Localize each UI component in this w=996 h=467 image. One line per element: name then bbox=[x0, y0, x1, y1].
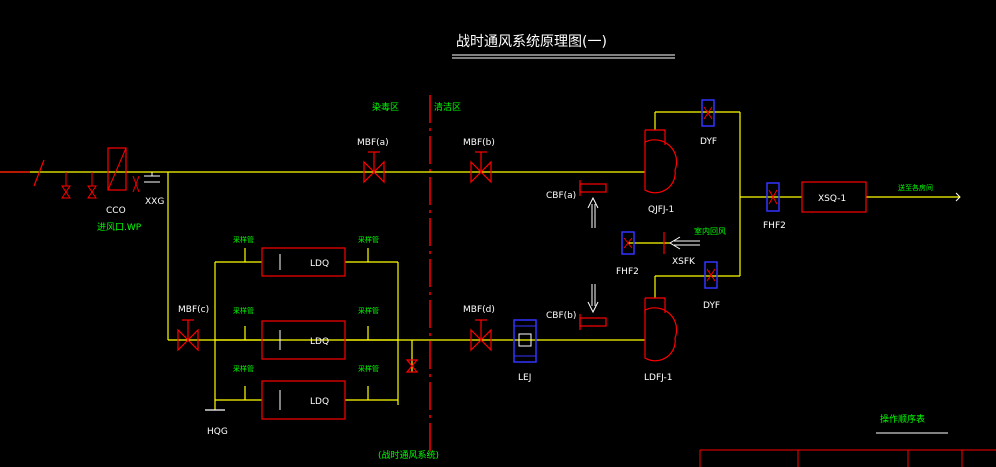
cbf-b-label: CBF(b) bbox=[546, 311, 576, 321]
sample-pipe-label: 采样管 bbox=[358, 364, 379, 373]
dyf-top-label: DYF bbox=[700, 137, 717, 147]
cco-unit: CCO 进风口.WP bbox=[97, 147, 142, 233]
cbf-b-unit: CBF(b) bbox=[546, 284, 607, 330]
cco-label: CCO bbox=[106, 206, 126, 216]
xsq-label: XSQ-1 bbox=[818, 194, 846, 204]
hqg-label: HQG bbox=[207, 427, 228, 437]
mbf-b-label: MBF(b) bbox=[463, 138, 495, 148]
cbf-a-unit: CBF(a) bbox=[546, 180, 607, 228]
ldq-1-label: LDQ bbox=[310, 259, 329, 269]
mbf-a-label: MBF(a) bbox=[357, 138, 389, 148]
intake-label: 进风口.WP bbox=[97, 222, 142, 233]
fan-qjfj: QJFJ-1 bbox=[644, 129, 678, 215]
filter-ldq-1: LDQ bbox=[261, 247, 346, 277]
valve-drain[interactable] bbox=[405, 359, 419, 373]
lej-label: LEJ bbox=[518, 373, 531, 383]
qjfj-label: QJFJ-1 bbox=[648, 205, 674, 215]
lej-unit: LEJ bbox=[513, 319, 537, 383]
dyf-bottom-unit[interactable]: DYF bbox=[703, 261, 720, 311]
sample-pipe-label: 采样管 bbox=[233, 306, 254, 315]
mbf-d-label: MBF(d) bbox=[463, 305, 495, 315]
intake-break-mark bbox=[33, 159, 45, 187]
sample-pipe-label: 采样管 bbox=[233, 364, 254, 373]
sample-pipe-label: 采样管 bbox=[358, 306, 379, 315]
xsfk-unit: 室内回风 XSFK bbox=[663, 226, 726, 267]
xsq-unit: XSQ-1 bbox=[801, 181, 867, 213]
fhf2-left-unit[interactable]: FHF2 bbox=[616, 231, 639, 277]
pipe-network bbox=[0, 111, 960, 410]
dyf-top-unit[interactable]: DYF bbox=[700, 99, 717, 147]
cbf-a-label: CBF(a) bbox=[546, 191, 576, 201]
fan-ldfj: LDFJ-1 bbox=[644, 297, 678, 383]
intake-valves bbox=[61, 172, 97, 199]
to-rooms-label: 送至各房间 bbox=[898, 183, 933, 192]
sample-pipe-label: 采样管 bbox=[233, 235, 254, 244]
fhf2-right-unit[interactable]: FHF2 bbox=[763, 182, 786, 231]
sample-pipe-label: 采样管 bbox=[358, 235, 379, 244]
filter-ldq-2: LDQ bbox=[261, 320, 346, 360]
mbf-c-label: MBF(c) bbox=[178, 305, 209, 315]
diagram-title: 战时通风系统原理图(一) bbox=[456, 34, 607, 50]
valve-mbf-a[interactable] bbox=[363, 151, 385, 184]
fhf2-left-label: FHF2 bbox=[616, 267, 639, 277]
fhf2-right-label: FHF2 bbox=[763, 221, 786, 231]
outlet-break-mark bbox=[955, 192, 961, 202]
indoor-air-label: 室内回风 bbox=[694, 226, 726, 236]
hqg-unit: HQG bbox=[205, 409, 228, 437]
valve-mbf-b[interactable] bbox=[470, 151, 492, 184]
op-table-title: 操作顺序表 bbox=[880, 413, 925, 425]
zone-label-decontam: 染毒区 bbox=[372, 101, 399, 113]
xxg-unit: XXG bbox=[132, 172, 164, 207]
ldq-2-label: LDQ bbox=[310, 337, 329, 347]
valve-mbf-d[interactable] bbox=[470, 319, 492, 352]
ldq-3-label: LDQ bbox=[310, 397, 329, 407]
xxg-label: XXG bbox=[145, 197, 164, 207]
system-caption: (战时通风系统) bbox=[378, 449, 439, 461]
valve-mbf-c[interactable] bbox=[177, 319, 199, 352]
dyf-bottom-label: DYF bbox=[703, 301, 720, 311]
ldfj-label: LDFJ-1 bbox=[644, 373, 672, 383]
filter-ldq-3: LDQ bbox=[261, 380, 346, 420]
xsfk-label: XSFK bbox=[672, 257, 696, 267]
zone-label-clean: 清洁区 bbox=[434, 101, 461, 113]
